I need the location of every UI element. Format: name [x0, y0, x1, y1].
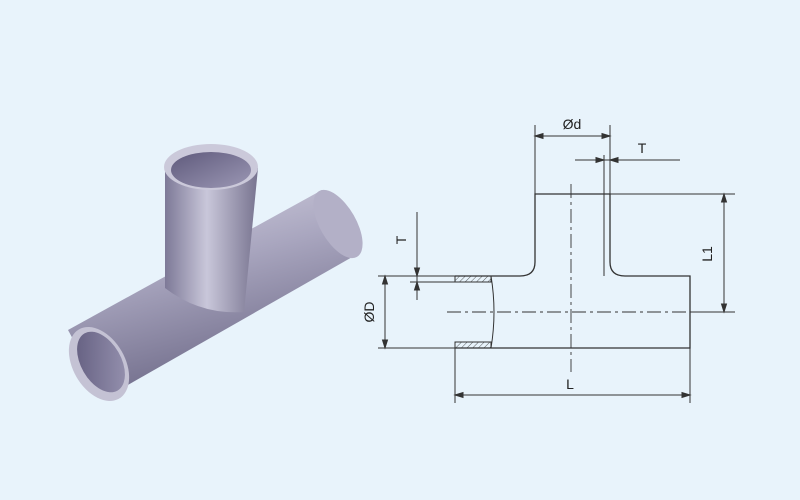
branch-pipe-body: [165, 168, 258, 313]
l1-label: L1: [699, 246, 715, 262]
main-pipe-bore: [77, 331, 125, 393]
d-arrow-left: [533, 132, 544, 140]
t-left-arrow-bottom: [413, 280, 421, 291]
wall-section-top: [454, 275, 492, 283]
L-label: L: [566, 376, 574, 392]
inner-bore-curve: [490, 275, 495, 349]
t-left-label: T: [393, 235, 409, 244]
wall-section-bottom: [454, 341, 492, 349]
t-top-arrow-left: [595, 156, 606, 164]
dimension-labels: Ød T L1 T ØD L: [361, 116, 715, 392]
t-left-arrow-top: [413, 267, 421, 278]
main-pipe-far-end: [313, 189, 363, 259]
tee-3d-render: [68, 144, 363, 401]
d-arrow-right: [601, 132, 612, 140]
tee-outline: [455, 193, 691, 349]
l1-arrow-bottom: [720, 303, 728, 314]
technical-drawing: [378, 125, 735, 403]
L-arrow-left: [453, 391, 464, 399]
branch-pipe-bore: [171, 152, 251, 188]
L-arrow-right: [681, 391, 692, 399]
d-label: Ød: [563, 116, 582, 132]
t-top-label: T: [638, 140, 647, 156]
D-arrow-top: [381, 274, 389, 285]
t-top-arrow-right: [608, 156, 619, 164]
D-arrow-bottom: [381, 339, 389, 350]
D-label: ØD: [361, 302, 377, 323]
l1-arrow-top: [720, 192, 728, 203]
